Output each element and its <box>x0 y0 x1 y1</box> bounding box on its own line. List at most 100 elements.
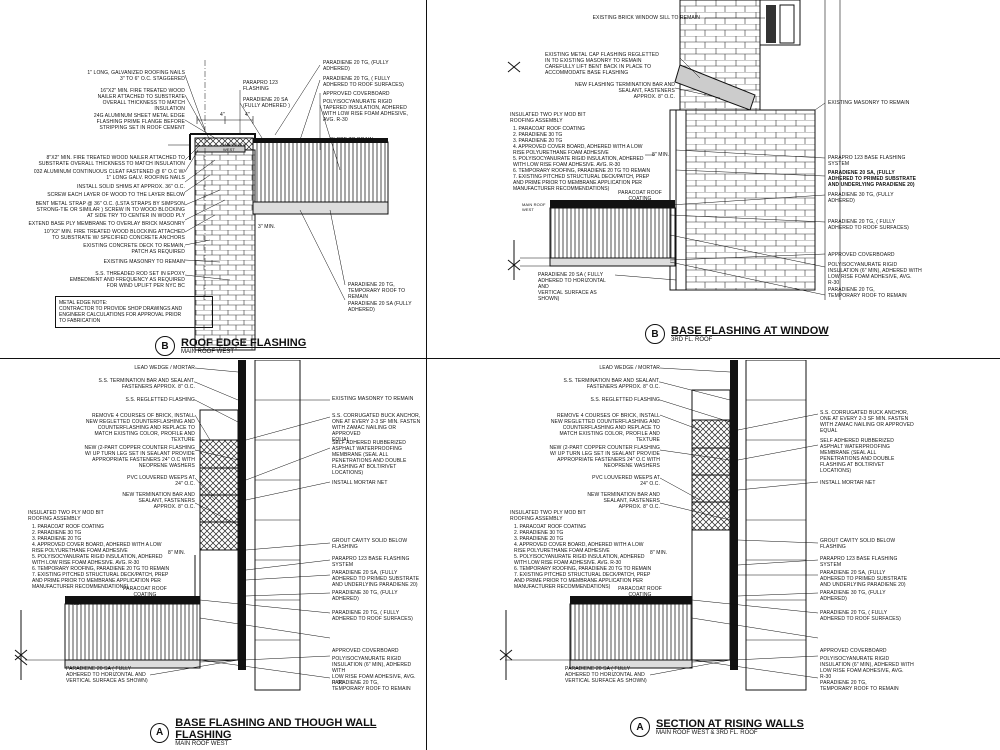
window-title-block: B BASE FLASHING AT WINDOW 3RD FL. ROOF <box>645 324 829 344</box>
tw-marker: A <box>150 722 170 743</box>
rw-left-note-1: LEAD WEDGE / MORTAR <box>599 365 660 371</box>
window-top-note-2: EXISTING METAL CAP FLASHING REGLETTED IN… <box>545 52 659 76</box>
window-right-note-6: APPROVED COVERBOARD <box>828 252 895 258</box>
window-assembly-head: INSULATED TWO PLY MOD BIT ROOFING ASSEMB… <box>510 112 586 124</box>
assembly-item: 4. APPROVED COVER BOARD, ADHERED WITH A … <box>513 144 643 150</box>
rw-right-note-2: SELF ADHERED RUBBERIZED ASPHALT WATERPRO… <box>820 438 895 474</box>
roof-edge-note-6: INSTALL SOLID SHIMS AT APPROX. 36" O.C. <box>76 184 185 190</box>
rw-right-note-7: PARADIENE 30 TG, (FULLY ADHERED) <box>820 590 886 602</box>
rw-right-note-8: PARADIENE 20 TG, ( FULLY ADHERED TO ROOF… <box>820 610 901 622</box>
assembly-item: 7. EXISTING PITCHED STRUCTURAL DECK/PATC… <box>514 572 651 578</box>
roof-edge-note-4: 8"X2" MIN. FIRE TREATED WOOD NAILER ATTA… <box>38 155 185 167</box>
roof-edge-level-tag: MAIN ROOF WEST <box>223 142 247 152</box>
roof-edge-note-13: S.S. THREADED ROD SET IN EPOXY EMBEDMENT… <box>69 271 185 289</box>
tw-subtitle: MAIN ROOF WEST <box>175 741 229 747</box>
roof-edge-title: ROOF EDGE FLASHING <box>181 336 307 349</box>
roof-edge-note-5: 032 ALUMINUM CONTINUOUS CLEAT FASTENED @… <box>33 169 185 181</box>
detail-through-wall: LEAD WEDGE / MORTAR S.S. TERMINATION BAR… <box>0 360 425 750</box>
rw-right-note-3: INSTALL MORTAR NET <box>820 480 876 486</box>
tw-left-note-2: S.S. TERMINATION BAR AND SEALANT, FASTEN… <box>98 378 195 390</box>
tw-left-note-5: NEW (2-PART COPPER COUNTER FLASHING W/ U… <box>84 445 195 469</box>
rw-coat-label: PARACOAT ROOF COATING <box>618 586 662 598</box>
roof-edge-note-11: EXISTING CONCRETE DECK TO REMAIN, PATCH … <box>83 243 185 255</box>
window-title: BASE FLASHING AT WINDOW <box>671 324 829 337</box>
sheet-row-divider <box>0 358 1000 359</box>
assembly-item: 3. PARADIENE 20 TG <box>514 536 564 542</box>
sheet-divider <box>426 0 427 750</box>
rw-left-note-7: NEW TERMINATION BAR AND SEALANT, FASTENE… <box>587 492 660 510</box>
roof-edge-note-3: 24G ALUMINUM SHEET METAL EDGE FLASHING P… <box>93 113 185 131</box>
assembly-item: 1. PARACOAT ROOF COATING <box>513 126 585 132</box>
roof-edge-right-note-5: PARADIENE 20 TG, TEMPORARY ROOF TO REMAI… <box>348 282 406 300</box>
assembly-item: 6. TEMPORARY ROOFING, PARADIENE 20 TG TO… <box>514 566 652 572</box>
tw-right-note-4: INSTALL MORTAR NET <box>332 480 388 486</box>
window-marker: B <box>645 324 665 344</box>
rw-subtitle: MAIN ROOF WEST & 3RD FL. ROOF <box>656 729 758 736</box>
assembly-item: 7. EXISTING PITCHED STRUCTURAL DECK/PATC… <box>513 174 650 180</box>
detail-roof-edge: 1" LONG, GALVANIZED ROOFING NAILS 3" TO … <box>0 0 425 360</box>
roof-edge-right-note-2: PARADIENE 20 TG, ( FULLY ADHERED TO ROOF… <box>323 76 404 88</box>
roof-edge-dim-3: 3" MIN. <box>258 224 276 230</box>
rw-right-note-4: GROUT CAVITY SOLID BELOW FLASHING <box>820 538 896 550</box>
tw-title-block: A BASE FLASHING AND THOUGH WALL FLASHING… <box>150 717 425 748</box>
assembly-item: 7. EXISTING PITCHED STRUCTURAL DECK/PATC… <box>32 572 169 578</box>
tw-assembly-list: 1. PARACOAT ROOF COATING 2. PARADIENE 30… <box>32 524 169 590</box>
tw-right-note-7: PARADIENE 20 SA, (FULLY ADHERED TO PRIME… <box>332 570 420 588</box>
roof-edge-dim-2: 4" <box>245 112 250 118</box>
assembly-item: RISE POLYURETHANE FOAM ADHESIVE <box>32 548 128 554</box>
roof-edge-right-note-3: APPROVED COVERBOARD <box>323 91 390 97</box>
roof-edge-dim-1: 4" <box>220 112 225 118</box>
window-min-dim: 8" MIN. <box>652 152 670 158</box>
assembly-item: AND PRIME PRIOR TO MEMBRANE APPLICATION … <box>513 180 642 186</box>
assembly-item: 4. APPROVED COVER BOARD, ADHERED WITH A … <box>514 542 644 548</box>
assembly-item: RISE POLYURETHANE FOAM ADHESIVE <box>514 548 610 554</box>
assembly-item: 5. POLYISOCYANURATE RIGID INSULATION, AD… <box>513 156 644 162</box>
window-level-tag: MAIN ROOF WEST <box>522 202 546 212</box>
rw-right-note-1: S.S. CORRUGATED BUCK ANCHOR, ONE AT EVER… <box>820 410 914 434</box>
tw-right-note-1: EXISTING MASONRY TO REMAIN <box>332 396 414 402</box>
roof-edge-title-block: B ROOF EDGE FLASHING MAIN ROOF WEST <box>155 336 306 356</box>
assembly-item: AND PRIME PRIOR TO MEMBRANE APPLICATION … <box>514 578 643 584</box>
tw-right-note-12: PARADIENE 20 TG, TEMPORARY ROOF TO REMAI… <box>332 680 411 692</box>
window-right-note-5: PARADIENE 20 TG, ( FULLY ADHERED TO ROOF… <box>828 219 909 231</box>
tw-right-note-10: APPROVED COVERBOARD <box>332 648 399 654</box>
assembly-item: 3. PARADIENE 20 TG <box>32 536 82 542</box>
assembly-item: 5. POLYISOCYANURATE RIGID INSULATION, AD… <box>514 554 645 560</box>
roof-edge-marker: B <box>155 336 175 356</box>
assembly-item: WITH LOW RISE FOAM ADHESIVE. AVG. R-30 <box>513 162 621 168</box>
roof-edge-note-1: 1" LONG, GALVANIZED ROOFING NAILS 3" TO … <box>87 70 185 82</box>
roof-edge-right-note-6: PARADIENE 20 SA (FULLY ADHERED) <box>348 301 412 313</box>
roof-edge-right-note-1: PARADIENE 20 TG, (FULLY ADHERED) <box>323 60 389 72</box>
roof-edge-right-note-4: POLYISOCYANURATE RIGID TAPERED INSULATIO… <box>323 99 409 123</box>
tw-left-note-1: LEAD WEDGE / MORTAR <box>134 365 195 371</box>
tw-bottom-note: PARADIENE 20 SA ( FULLY ADHERED TO HORIZ… <box>66 666 148 684</box>
assembly-item: 2. PARADIENE 30 TG <box>32 530 82 536</box>
rw-right-note-11: PARADIENE 20 TG, TEMPORARY ROOF TO REMAI… <box>820 680 899 692</box>
window-top-note-3: NEW FLASHING TERMINATION BAR AND SEALANT… <box>575 82 675 100</box>
roof-edge-note-12: EXISTING MASONRY TO REMAIN <box>103 259 185 265</box>
tw-level-tag: MAIN ROOF WEST <box>70 596 94 606</box>
assembly-item: 6. TEMPORARY ROOFING, PARADIENE 20 TG TO… <box>513 168 651 174</box>
rw-right-note-9: APPROVED COVERBOARD <box>820 648 887 654</box>
tw-left-note-7: NEW TERMINATION BAR AND SEALANT, FASTENE… <box>122 492 195 510</box>
rw-marker: A <box>630 717 650 737</box>
tw-title: BASE FLASHING AND THOUGH WALL FLASHING <box>175 717 377 741</box>
detail-rising-walls: LEAD WEDGE / MORTAR S.S. TERMINATION BAR… <box>430 360 1000 750</box>
assembly-item: MANUFACTURER RECOMMENDATIONS) <box>32 584 129 590</box>
assembly-item: 2. PARADIENE 30 TG <box>514 530 564 536</box>
rw-min-dim: 8" MIN. <box>650 550 668 556</box>
window-coat-label: PARACOAT ROOF COATING <box>618 190 662 202</box>
rw-title-block: A SECTION AT RISING WALLS MAIN ROOF WEST… <box>630 717 804 737</box>
detail-window: EXISTING BRICK WINDOW SILL TO REMAIN EXI… <box>430 0 1000 360</box>
tw-left-note-4: REMOVE 4 COURSES OF BRICK, INSTALL NEW R… <box>85 413 195 443</box>
rising-walls-drawing <box>499 360 819 691</box>
assembly-item: WITH LOW RISE FOAM ADHESIVE. AVG. R-30 <box>32 560 140 566</box>
rw-title: SECTION AT RISING WALLS <box>656 717 804 730</box>
assembly-item: 3. PARADIENE 20 TG <box>513 138 563 144</box>
window-assembly-list: 1. PARACOAT ROOF COATING 2. PARADIENE 30… <box>513 126 650 192</box>
assembly-item: 4. APPROVED COVER BOARD, ADHERED WITH A … <box>32 542 162 548</box>
tw-right-note-5: GROUT CAVITY SOLID BELOW FLASHING <box>332 538 408 550</box>
tw-right-note-11: POLYISOCYANURATE RIGID INSULATION (6" MI… <box>332 656 416 686</box>
rw-bottom-note: PARADIENE 20 SA ( FULLY ADHERED TO HORIZ… <box>565 666 647 684</box>
tw-right-note-3: SELF ADHERED RUBBERIZED ASPHALT WATERPRO… <box>332 440 407 476</box>
